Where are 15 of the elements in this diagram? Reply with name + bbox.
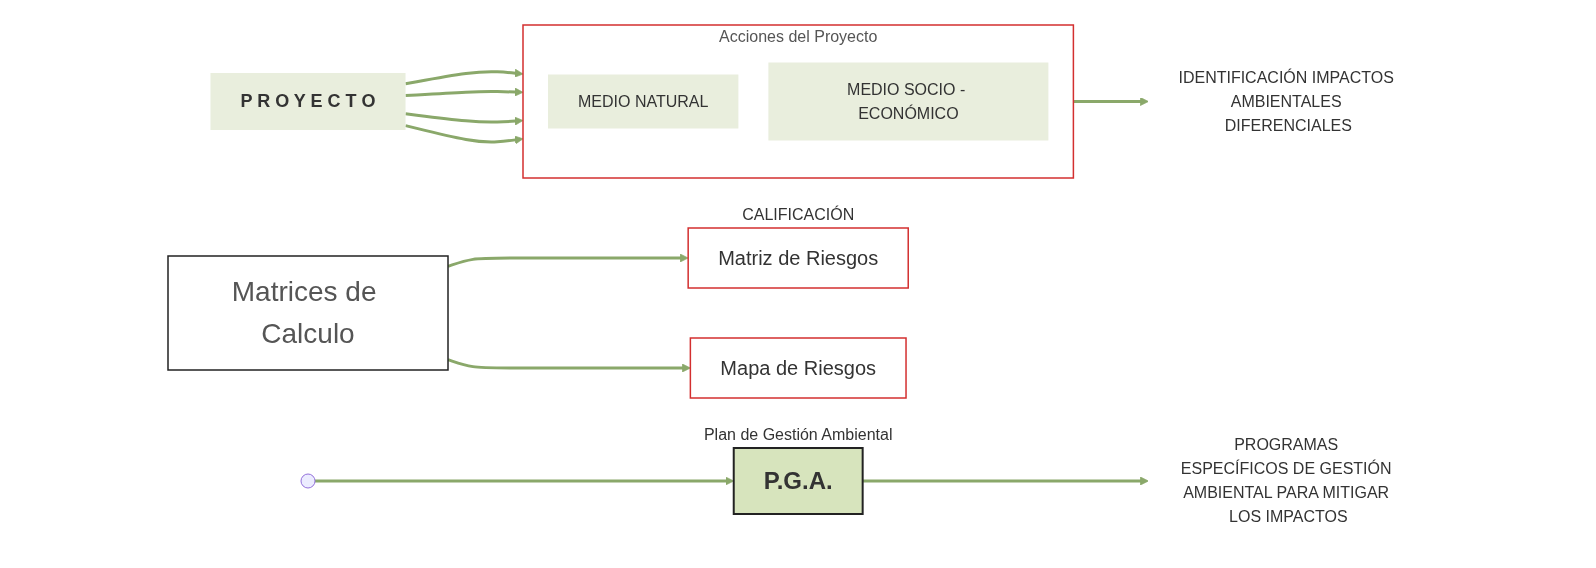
node-label: Plan de Gestión Ambiental [703,425,893,443]
node-box: P.G.A. [732,446,864,515]
arrow [314,476,734,485]
node-box: P R O Y E C T O [210,72,406,130]
node-box: MEDIO SOCIO - ECONÓMICO [768,62,1049,140]
node-box: Matriz de Riesgos [687,226,909,289]
arrow [1073,96,1149,106]
arrow [447,357,691,372]
node-box: MEDIO NATURAL [547,74,739,128]
node-text: IDENTIFICACIÓN IMPACTOS AMBIENTALES DIFERENCIALES [1178,68,1394,133]
node-box: Mapa de Riesgos [689,336,907,399]
arrow [862,476,1149,485]
node-box: Matrices de Calculo [167,254,449,371]
node-label: CALIFICACIÓN [741,205,854,223]
node-text: PROGRAMAS ESPECÍFICOS DE GESTIÓN AMBIENTAL PARA MITIGAR LOS IMPACTOS [1180,435,1392,525]
